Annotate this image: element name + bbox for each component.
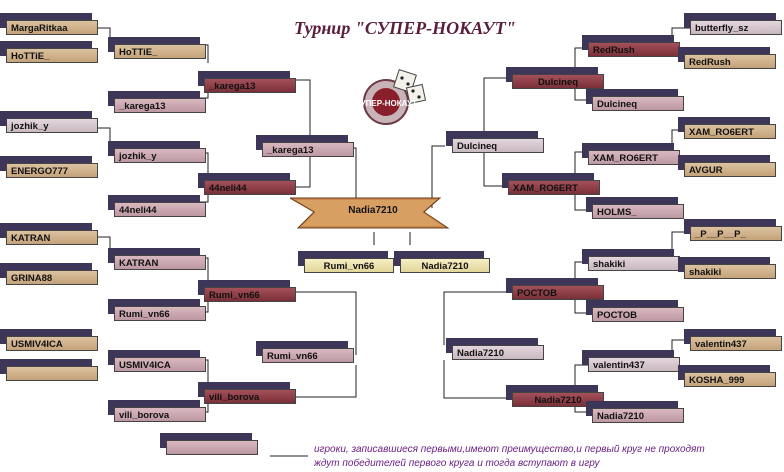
player-slot-right-r3-2[interactable]: XAM_RO6ERT [502, 173, 600, 195]
player-slot-right-r4-2[interactable]: Nadia7210 [446, 338, 544, 360]
player-slot-right-r3-4[interactable]: Nadia7210 [506, 385, 604, 407]
logo: СУПЕР-НОКАУТ [355, 68, 428, 128]
player-slot-right-r2-1[interactable]: RedRush [582, 35, 680, 57]
player-slot-right-r2-5[interactable]: shakiki [582, 249, 680, 271]
player-slot-left-r1-1[interactable]: MargaRitkaa [0, 13, 98, 35]
player-slot-right-r1-6[interactable]: shakiki [678, 257, 776, 279]
player-slot-right-r4-1[interactable]: Dulcineq [446, 131, 544, 153]
player-slot-left-r2-2[interactable]: _karega13 [108, 91, 206, 113]
player-slot-left-r3-3[interactable]: Rumi_vn66 [198, 280, 296, 302]
player-slot-left-r3-2[interactable]: 44neli44 [198, 173, 296, 195]
page-title: Турнир "СУПЕР-НОКАУТ" [294, 18, 516, 38]
player-slot-left-r2-1[interactable]: HoTTiE_ [108, 37, 206, 59]
finalist-left[interactable]: Rumi_vn66 [298, 251, 394, 273]
champion-banner [290, 197, 450, 229]
player-slot-left-r1-6[interactable]: GRINA88 [0, 263, 98, 285]
player-slot-right-r1-5[interactable]: _P__P__P_ [684, 219, 782, 241]
player-slot-right-r2-4[interactable]: HOLMS_ [586, 197, 684, 219]
legend-note-line-1: игроки, записавшиеся первыми,имеют преим… [314, 444, 705, 455]
player-slot-right-r2-2[interactable]: Dulcineq [586, 89, 684, 111]
player-slot-right-r2-8[interactable]: Nadia7210 [586, 401, 684, 423]
player-slot-right-r1-7[interactable]: valentin437 [684, 329, 782, 351]
player-slot-right-r2-6[interactable]: РОСТОВ [586, 300, 684, 322]
legend-swatch [160, 433, 258, 455]
player-slot-right-r1-8[interactable]: KOSHA_999 [678, 365, 776, 387]
player-slot-left-r2-5[interactable]: KATRAN [108, 248, 206, 270]
player-slot-left-r2-4[interactable]: 44neli44 [108, 195, 206, 217]
player-slot-left-r1-7[interactable]: USMIV4ICA [0, 329, 98, 351]
player-slot-right-r3-3[interactable]: РОСТОВ [506, 278, 604, 300]
player-slot-left-r1-2[interactable]: HoTTiE_ [0, 41, 98, 63]
player-slot-left-r2-6[interactable]: Rumi_vn66 [108, 299, 206, 321]
player-slot-right-r1-2[interactable]: RedRush [678, 47, 776, 69]
player-slot-right-r1-3[interactable]: XAM_RO6ERT [678, 117, 776, 139]
player-slot-left-r1-4[interactable]: ENERGO777 [0, 156, 98, 178]
logo-text: СУПЕР-НОКАУТ [356, 99, 417, 108]
player-slot-left-r3-4[interactable]: vili_borova [198, 382, 296, 404]
player-slot-right-r2-7[interactable]: valentin437 [582, 350, 680, 372]
player-slot-right-r2-3[interactable]: XAM_RO6ERT [582, 143, 680, 165]
player-slot-left-r2-8[interactable]: vili_borova [108, 400, 206, 422]
player-slot-left-r4-2[interactable]: Rumi_vn66 [256, 341, 354, 363]
player-slot-right-r3-1[interactable]: Dulcineq [506, 67, 604, 89]
player-slot-right-r1-4[interactable]: AVGUR [678, 155, 776, 177]
player-slot-left-r2-3[interactable]: jozhik_y [108, 141, 206, 163]
player-slot-left-r1-3[interactable]: jozhik_y [0, 111, 98, 133]
player-slot-right-r1-1[interactable]: butterfly_sz [684, 13, 782, 35]
champion-name[interactable]: Nadia7210 [348, 205, 398, 216]
player-slot-left-r2-7[interactable]: USMIV4ICA [108, 350, 206, 372]
finalist-right[interactable]: Nadia7210 [394, 251, 490, 273]
player-slot-left-r3-1[interactable]: _karega13 [198, 71, 296, 93]
legend-note-line-2: ждут победителей первого круга и тогда в… [314, 458, 600, 469]
player-slot-left-r1-5[interactable]: KATRAN [0, 223, 98, 245]
player-slot-left-r4-1[interactable]: _karega13 [256, 135, 354, 157]
player-slot-left-r1-8[interactable] [0, 359, 98, 381]
logo-icon: СУПЕР-НОКАУТ [355, 69, 427, 125]
